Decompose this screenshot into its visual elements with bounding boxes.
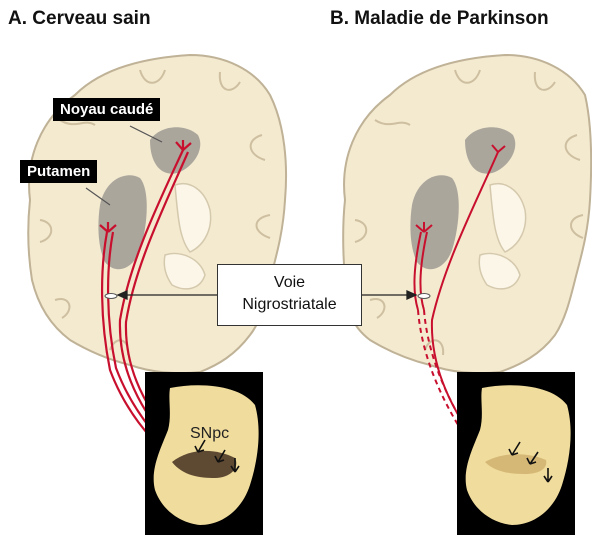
- brain-outline-parkinson: [343, 55, 591, 373]
- label-noyau-caude: Noyau caudé: [53, 98, 160, 121]
- snpc-photo-parkinson: [457, 372, 575, 535]
- callout-line-2: Nigrostriatale: [218, 294, 361, 316]
- pathway-marker-parkinson: [418, 294, 430, 299]
- callout-line-1: Voie: [218, 272, 361, 294]
- snpc-photo-healthy: [145, 372, 263, 535]
- callout-voie-nigrostriatale: Voie Nigrostriatale: [217, 264, 362, 326]
- label-putamen: Putamen: [20, 160, 97, 183]
- label-snpc: SNpc: [190, 425, 229, 443]
- pathway-marker-healthy: [105, 294, 117, 299]
